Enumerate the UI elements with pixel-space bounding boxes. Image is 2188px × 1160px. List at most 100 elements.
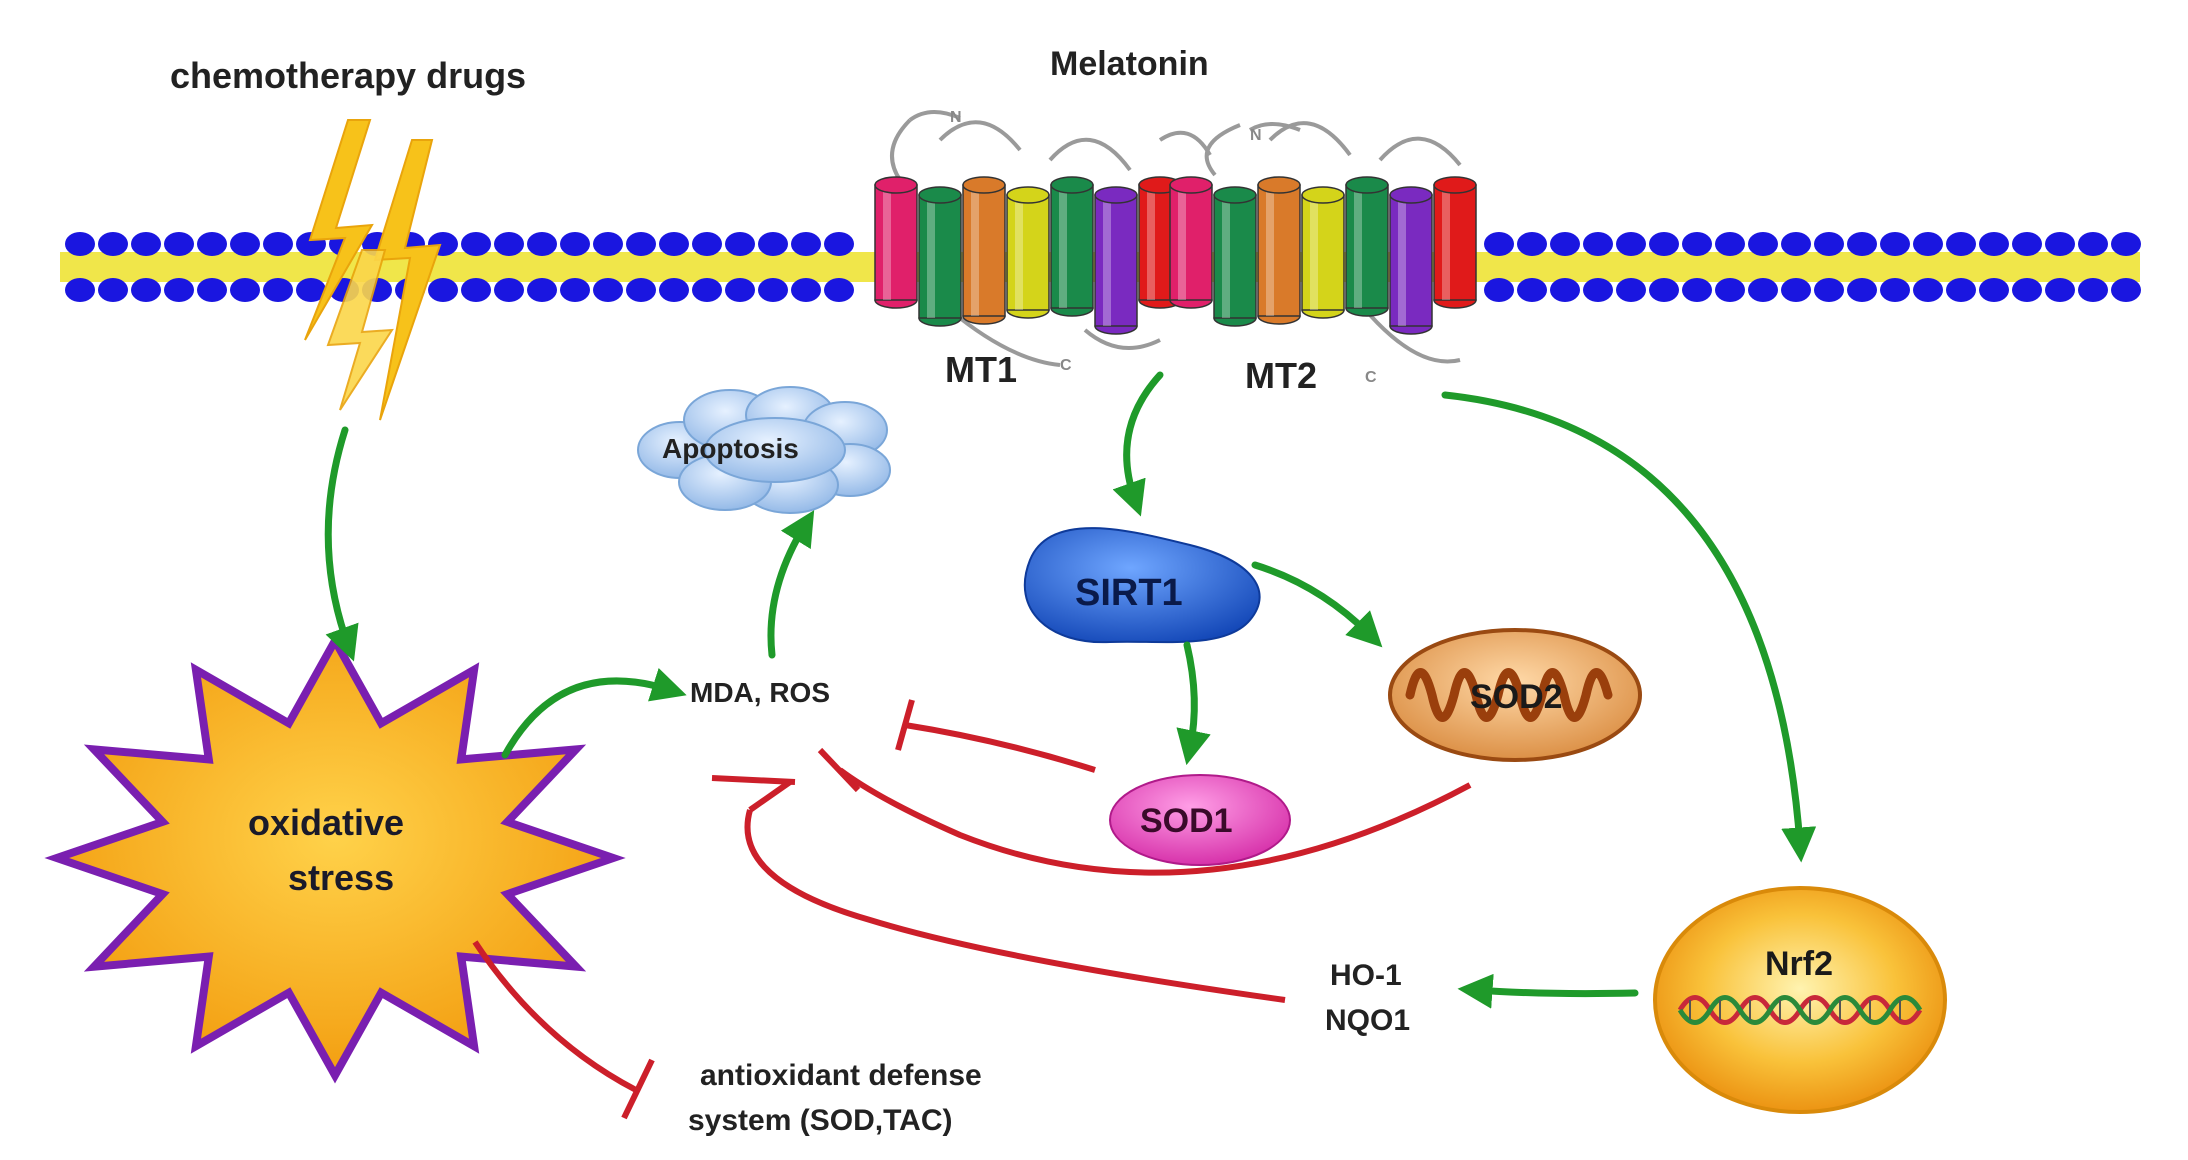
mt2-helix xyxy=(1257,176,1301,325)
membrane-head xyxy=(1814,278,1844,302)
inhibit-sod2-mda xyxy=(838,767,1472,876)
mt1-helix xyxy=(874,176,918,309)
membrane-head xyxy=(1913,232,1943,256)
membrane-head xyxy=(2045,278,2075,302)
n-terminus-label-2: N xyxy=(1250,127,1262,144)
sirt1-label: SIRT1 xyxy=(1075,572,1183,614)
lightning-icon xyxy=(304,119,442,421)
membrane-head xyxy=(461,278,491,302)
membrane-head xyxy=(1550,278,1580,302)
membrane-head xyxy=(692,278,722,302)
membrane-head xyxy=(2078,278,2108,302)
sirt1-shape xyxy=(1023,527,1261,644)
membrane-head xyxy=(1484,232,1514,256)
sod2-label: SOD2 xyxy=(1470,678,1563,716)
mt2-label: MT2 xyxy=(1245,355,1317,396)
membrane-head xyxy=(1880,278,1910,302)
membrane-head xyxy=(1781,278,1811,302)
membrane-head xyxy=(1517,232,1547,256)
arrow-stress-to-mda xyxy=(501,668,687,759)
mt2-helix xyxy=(1345,176,1389,317)
membrane-head xyxy=(1550,232,1580,256)
membrane-head xyxy=(593,232,623,256)
sod2-mitochondrion xyxy=(1388,628,1642,762)
membrane-head xyxy=(98,278,128,302)
membrane-head xyxy=(1517,278,1547,302)
mt1-helix xyxy=(918,186,962,327)
mt2-helix xyxy=(1169,176,1213,309)
membrane-head xyxy=(98,232,128,256)
n-terminus-label: N xyxy=(950,109,962,126)
ho1-label: HO-1 xyxy=(1330,959,1402,992)
membrane-head xyxy=(725,232,755,256)
mt1-helix xyxy=(1006,186,1050,319)
arrow-receptor-to-nrf2 xyxy=(1441,391,1817,863)
arrow-chemo-to-stress xyxy=(324,426,359,662)
membrane-head xyxy=(1583,278,1613,302)
membrane-head xyxy=(1847,278,1877,302)
arrow-sirt1-to-sod1 xyxy=(1176,641,1211,766)
membrane-head xyxy=(527,278,557,302)
membrane-heads-bottom xyxy=(65,278,2141,302)
membrane-head xyxy=(1946,232,1976,256)
membrane-head xyxy=(560,232,590,256)
mt2-receptor xyxy=(1169,176,1477,335)
antioxidant-label-line2: system (SOD,TAC) xyxy=(688,1104,953,1137)
membrane-head xyxy=(560,278,590,302)
membrane-head xyxy=(593,278,623,302)
membrane-head xyxy=(758,278,788,302)
inhibit-stress-antioxidant xyxy=(472,940,638,1093)
arrow-sirt1-to-sod2 xyxy=(1251,561,1383,648)
membrane-head xyxy=(65,232,95,256)
antioxidant-label-line1: antioxidant defense xyxy=(700,1059,982,1092)
inhibition-lines xyxy=(472,699,1472,1120)
membrane-head xyxy=(791,232,821,256)
stress-label: stress xyxy=(288,857,394,898)
membrane-head xyxy=(1979,232,2009,256)
membrane-head xyxy=(1616,278,1646,302)
mt1-helix xyxy=(1094,186,1138,335)
dna-icon xyxy=(1677,995,1923,1025)
membrane-head xyxy=(296,278,326,302)
membrane-head xyxy=(494,278,524,302)
membrane-head xyxy=(1814,232,1844,256)
mt1-helix xyxy=(962,176,1006,325)
membrane-head xyxy=(791,278,821,302)
membrane-head xyxy=(1649,278,1679,302)
membrane-head xyxy=(1880,232,1910,256)
inhibit-sod1-mda xyxy=(904,722,1096,773)
membrane-head xyxy=(2078,232,2108,256)
membrane-head xyxy=(1484,278,1514,302)
membrane-head xyxy=(230,232,260,256)
membrane-head xyxy=(2111,278,2141,302)
sod1-shape xyxy=(1109,774,1291,866)
membrane-heads-top xyxy=(65,232,2141,256)
membrane-head xyxy=(692,232,722,256)
membrane-head xyxy=(824,232,854,256)
membrane-head xyxy=(626,232,656,256)
membrane-head xyxy=(626,278,656,302)
membrane-head xyxy=(527,232,557,256)
membrane-head xyxy=(1847,232,1877,256)
inhibit-ho1-mda xyxy=(744,779,1286,1003)
mda-ros-label: MDA, ROS xyxy=(690,677,830,708)
membrane-head xyxy=(1649,232,1679,256)
membrane-head xyxy=(758,232,788,256)
membrane-head xyxy=(659,278,689,302)
membrane-head xyxy=(263,278,293,302)
nqo1-label: NQO1 xyxy=(1325,1004,1410,1037)
c-terminus-label-2: C xyxy=(1365,369,1377,386)
nrf2-nucleus xyxy=(1653,886,1947,1114)
membrane-head xyxy=(1583,232,1613,256)
receptor-loops xyxy=(890,110,1462,367)
melatonin-label: Melatonin xyxy=(1050,45,1209,83)
membrane-head xyxy=(494,232,524,256)
membrane-head xyxy=(1979,278,2009,302)
membrane-head xyxy=(2045,232,2075,256)
mt2-helix xyxy=(1213,186,1257,327)
oxidative-label: oxidative xyxy=(248,802,404,843)
oxidative-stress-star xyxy=(44,632,626,1084)
arrow-mda-to-apoptosis xyxy=(767,510,815,659)
c-terminus-label: C xyxy=(1060,357,1072,374)
